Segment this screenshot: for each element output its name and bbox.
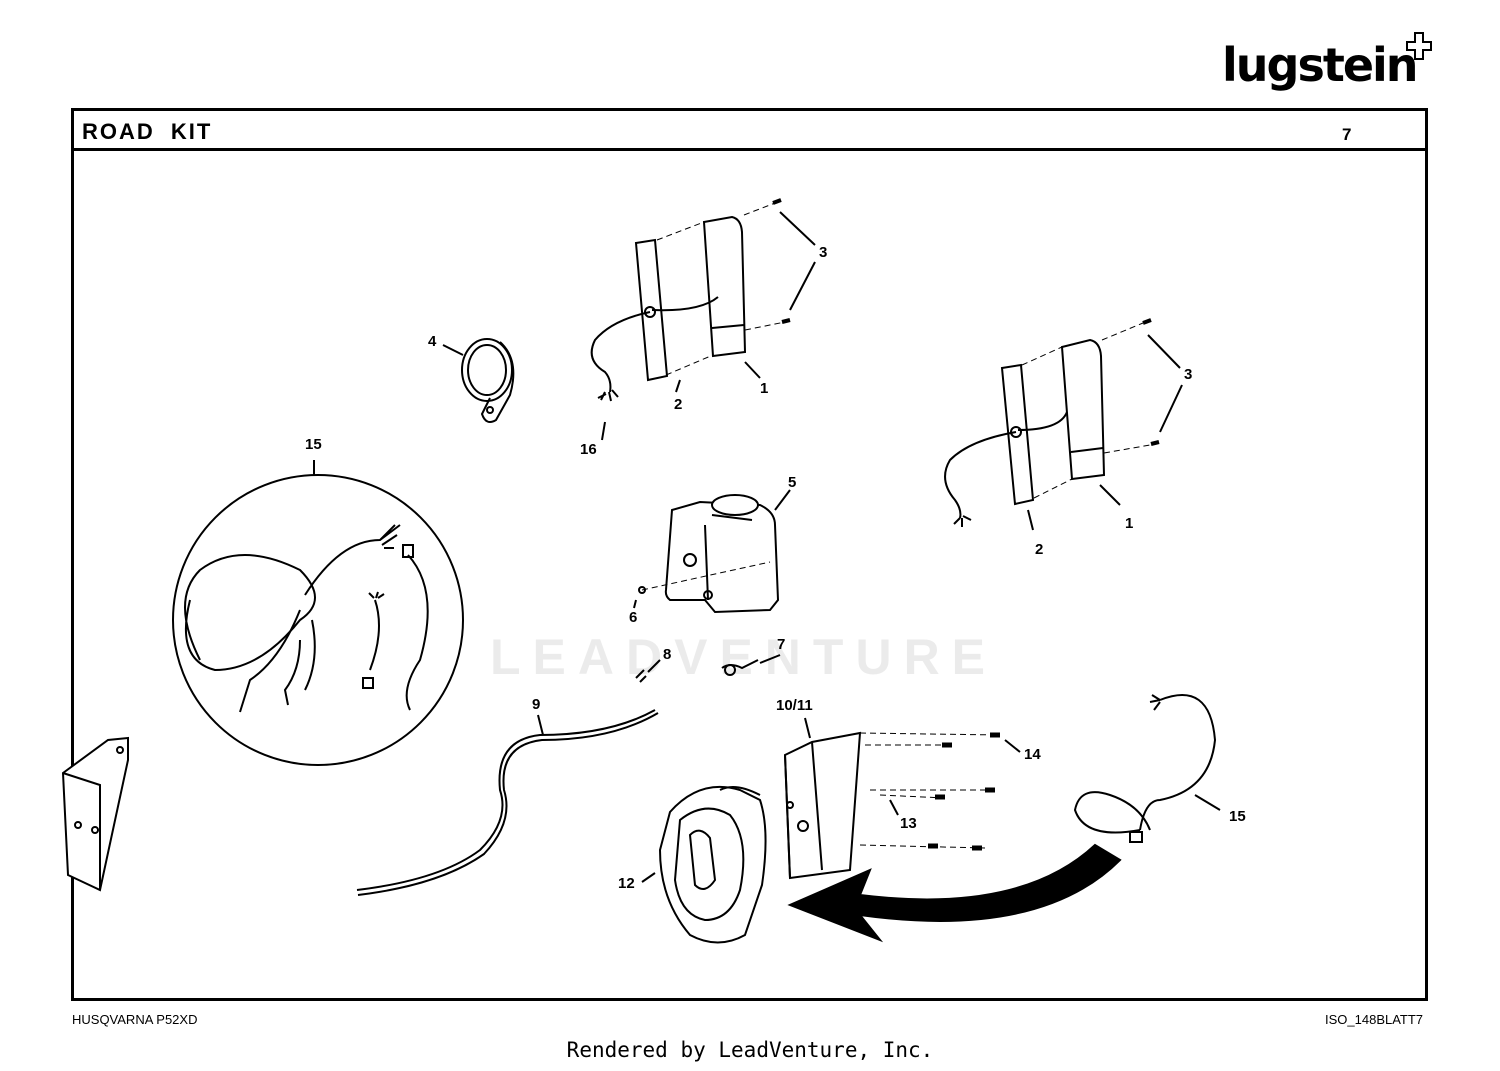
callout-5: 5 [788,474,797,491]
page-title: ROAD KIT [82,119,213,144]
callout-2-right: 2 [1035,541,1044,558]
headlight-part [641,785,767,944]
rendered-by-credit: Rendered by LeadVenture, Inc. [566,1038,934,1062]
watermark: LEADVENTURE [490,629,998,685]
callout-3-top: 3 [819,244,828,261]
wiring-harness-detail [172,460,464,766]
callout-1-top: 1 [760,380,769,397]
title-bar: ROAD KIT 7 [74,111,1425,151]
callout-4: 4 [428,333,437,350]
page-number: 7 [1342,125,1352,144]
callout-14: 14 [1024,746,1041,763]
callout-6: 6 [629,609,638,626]
callout-12: 12 [618,875,635,892]
callout-9: 9 [532,696,541,713]
reservoir-part [633,489,791,614]
assembly-arrow [787,843,1122,943]
callout-7: 7 [777,636,786,653]
plus-icon [1406,32,1432,60]
left-bracket-part [61,736,129,892]
callout-3-right: 3 [1184,366,1193,383]
mirror-part [442,338,515,423]
model-label: HUSQVARNA P52XD [72,1012,198,1027]
callout-15-circle: 15 [305,436,322,453]
top-light-assembly [590,198,816,441]
callout-8: 8 [663,646,672,663]
callout-2-top: 2 [674,396,683,413]
callout-1-right: 1 [1125,515,1134,532]
callout-15-wire: 15 [1229,808,1246,825]
drawing-id-label: ISO_148BLATT7 [1325,1012,1424,1027]
callout-13: 13 [900,815,917,832]
drawing-frame: ROAD KIT 7 [71,108,1428,1001]
logo-text: lugstein [1222,38,1419,92]
loose-wire-part [1073,694,1221,843]
cable-part [356,709,659,896]
right-light-assembly [944,318,1183,531]
switch-parts [635,654,781,683]
callout-10-11: 10/11 [776,697,813,714]
callout-16: 16 [580,441,597,458]
mounting-bracket-part [783,717,1021,880]
brand-logo: lugstein [1222,30,1432,100]
